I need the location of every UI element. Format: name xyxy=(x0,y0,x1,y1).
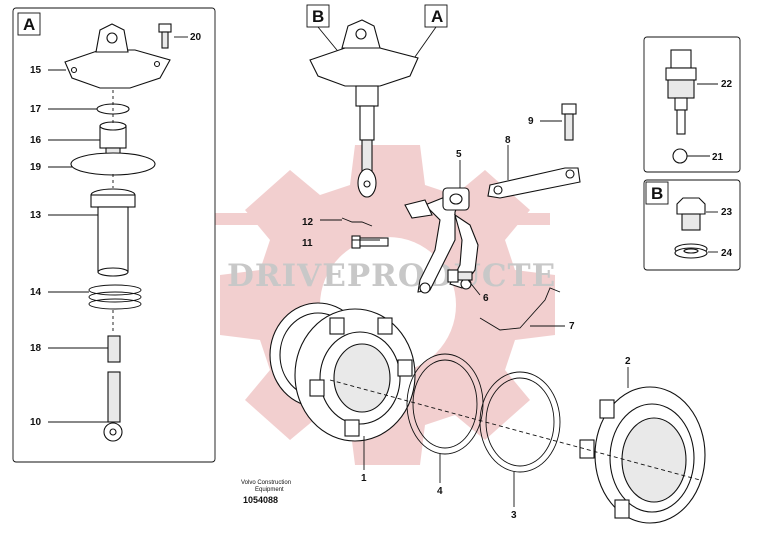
callout-5: 5 xyxy=(456,149,462,160)
plug-part-23 xyxy=(676,197,706,231)
detail-panel-b: B 23 24 xyxy=(643,179,741,271)
callout-10: 10 xyxy=(30,417,42,428)
footer-drawing-id: 1054088 xyxy=(243,495,278,505)
cylinder-assembly xyxy=(309,19,419,198)
fork-lever-part-5 xyxy=(404,187,479,294)
seal-ring-part-19 xyxy=(70,152,156,176)
callout-7: 7 xyxy=(569,321,575,332)
bolt-part-9 xyxy=(561,103,577,141)
rod-part-10 xyxy=(103,371,123,442)
footer-brand-line1: Volvo Construction xyxy=(241,480,291,486)
main-a-label: A xyxy=(431,7,443,26)
panel-a-label: A xyxy=(23,15,35,34)
callout-11: 11 xyxy=(302,238,313,249)
cotter-pin-part-12 xyxy=(341,217,373,227)
wire-spring-part-7 xyxy=(479,287,561,331)
detail-panel-sensor: 22 21 xyxy=(643,36,741,173)
gear-ring-part-2 xyxy=(579,386,706,524)
callout-20: 20 xyxy=(190,32,202,43)
callout-15: 15 xyxy=(30,65,42,76)
drawing-footer: Volvo Construction Equipment 1054088 xyxy=(241,480,291,505)
watermark-text: DRIVEPRODUCTE xyxy=(227,258,556,294)
main-b-label: B xyxy=(312,7,324,26)
callout-6: 6 xyxy=(483,293,489,304)
callout-19: 19 xyxy=(30,162,42,173)
panel-b-label: B xyxy=(651,184,663,203)
callout-1: 1 xyxy=(361,473,367,484)
bolt-part-6 xyxy=(447,269,473,283)
callout-2: 2 xyxy=(625,356,631,367)
bolt-part-20 xyxy=(158,23,172,49)
callout-4: 4 xyxy=(437,486,443,497)
callout-21: 21 xyxy=(712,152,724,163)
sleeve-part-16 xyxy=(99,121,127,163)
spring-part-14 xyxy=(88,284,142,310)
pin-part-11 xyxy=(351,235,389,249)
cover-part-15 xyxy=(64,23,171,89)
clutch-hub-part-1 xyxy=(269,302,416,442)
sensor-part-22 xyxy=(665,49,697,135)
piston-part-13 xyxy=(90,188,136,277)
callout-24: 24 xyxy=(721,248,733,259)
callout-12: 12 xyxy=(302,217,314,228)
footer-brand-line2: Equipment xyxy=(255,487,284,493)
callout-8: 8 xyxy=(505,135,511,146)
callout-18: 18 xyxy=(30,343,42,354)
callout-13: 13 xyxy=(30,210,42,221)
washer-part-24 xyxy=(674,243,708,259)
callout-16: 16 xyxy=(30,135,42,146)
callout-3: 3 xyxy=(511,510,517,521)
detail-panel-a: A xyxy=(12,7,216,463)
callout-23: 23 xyxy=(721,207,733,218)
callout-17: 17 xyxy=(30,104,42,115)
callout-9: 9 xyxy=(528,116,534,127)
callout-22: 22 xyxy=(721,79,733,90)
spring-part-18 xyxy=(107,335,121,363)
ball-part-21 xyxy=(672,148,688,164)
link-arm-part-8 xyxy=(487,167,581,199)
callout-14: 14 xyxy=(30,287,42,298)
